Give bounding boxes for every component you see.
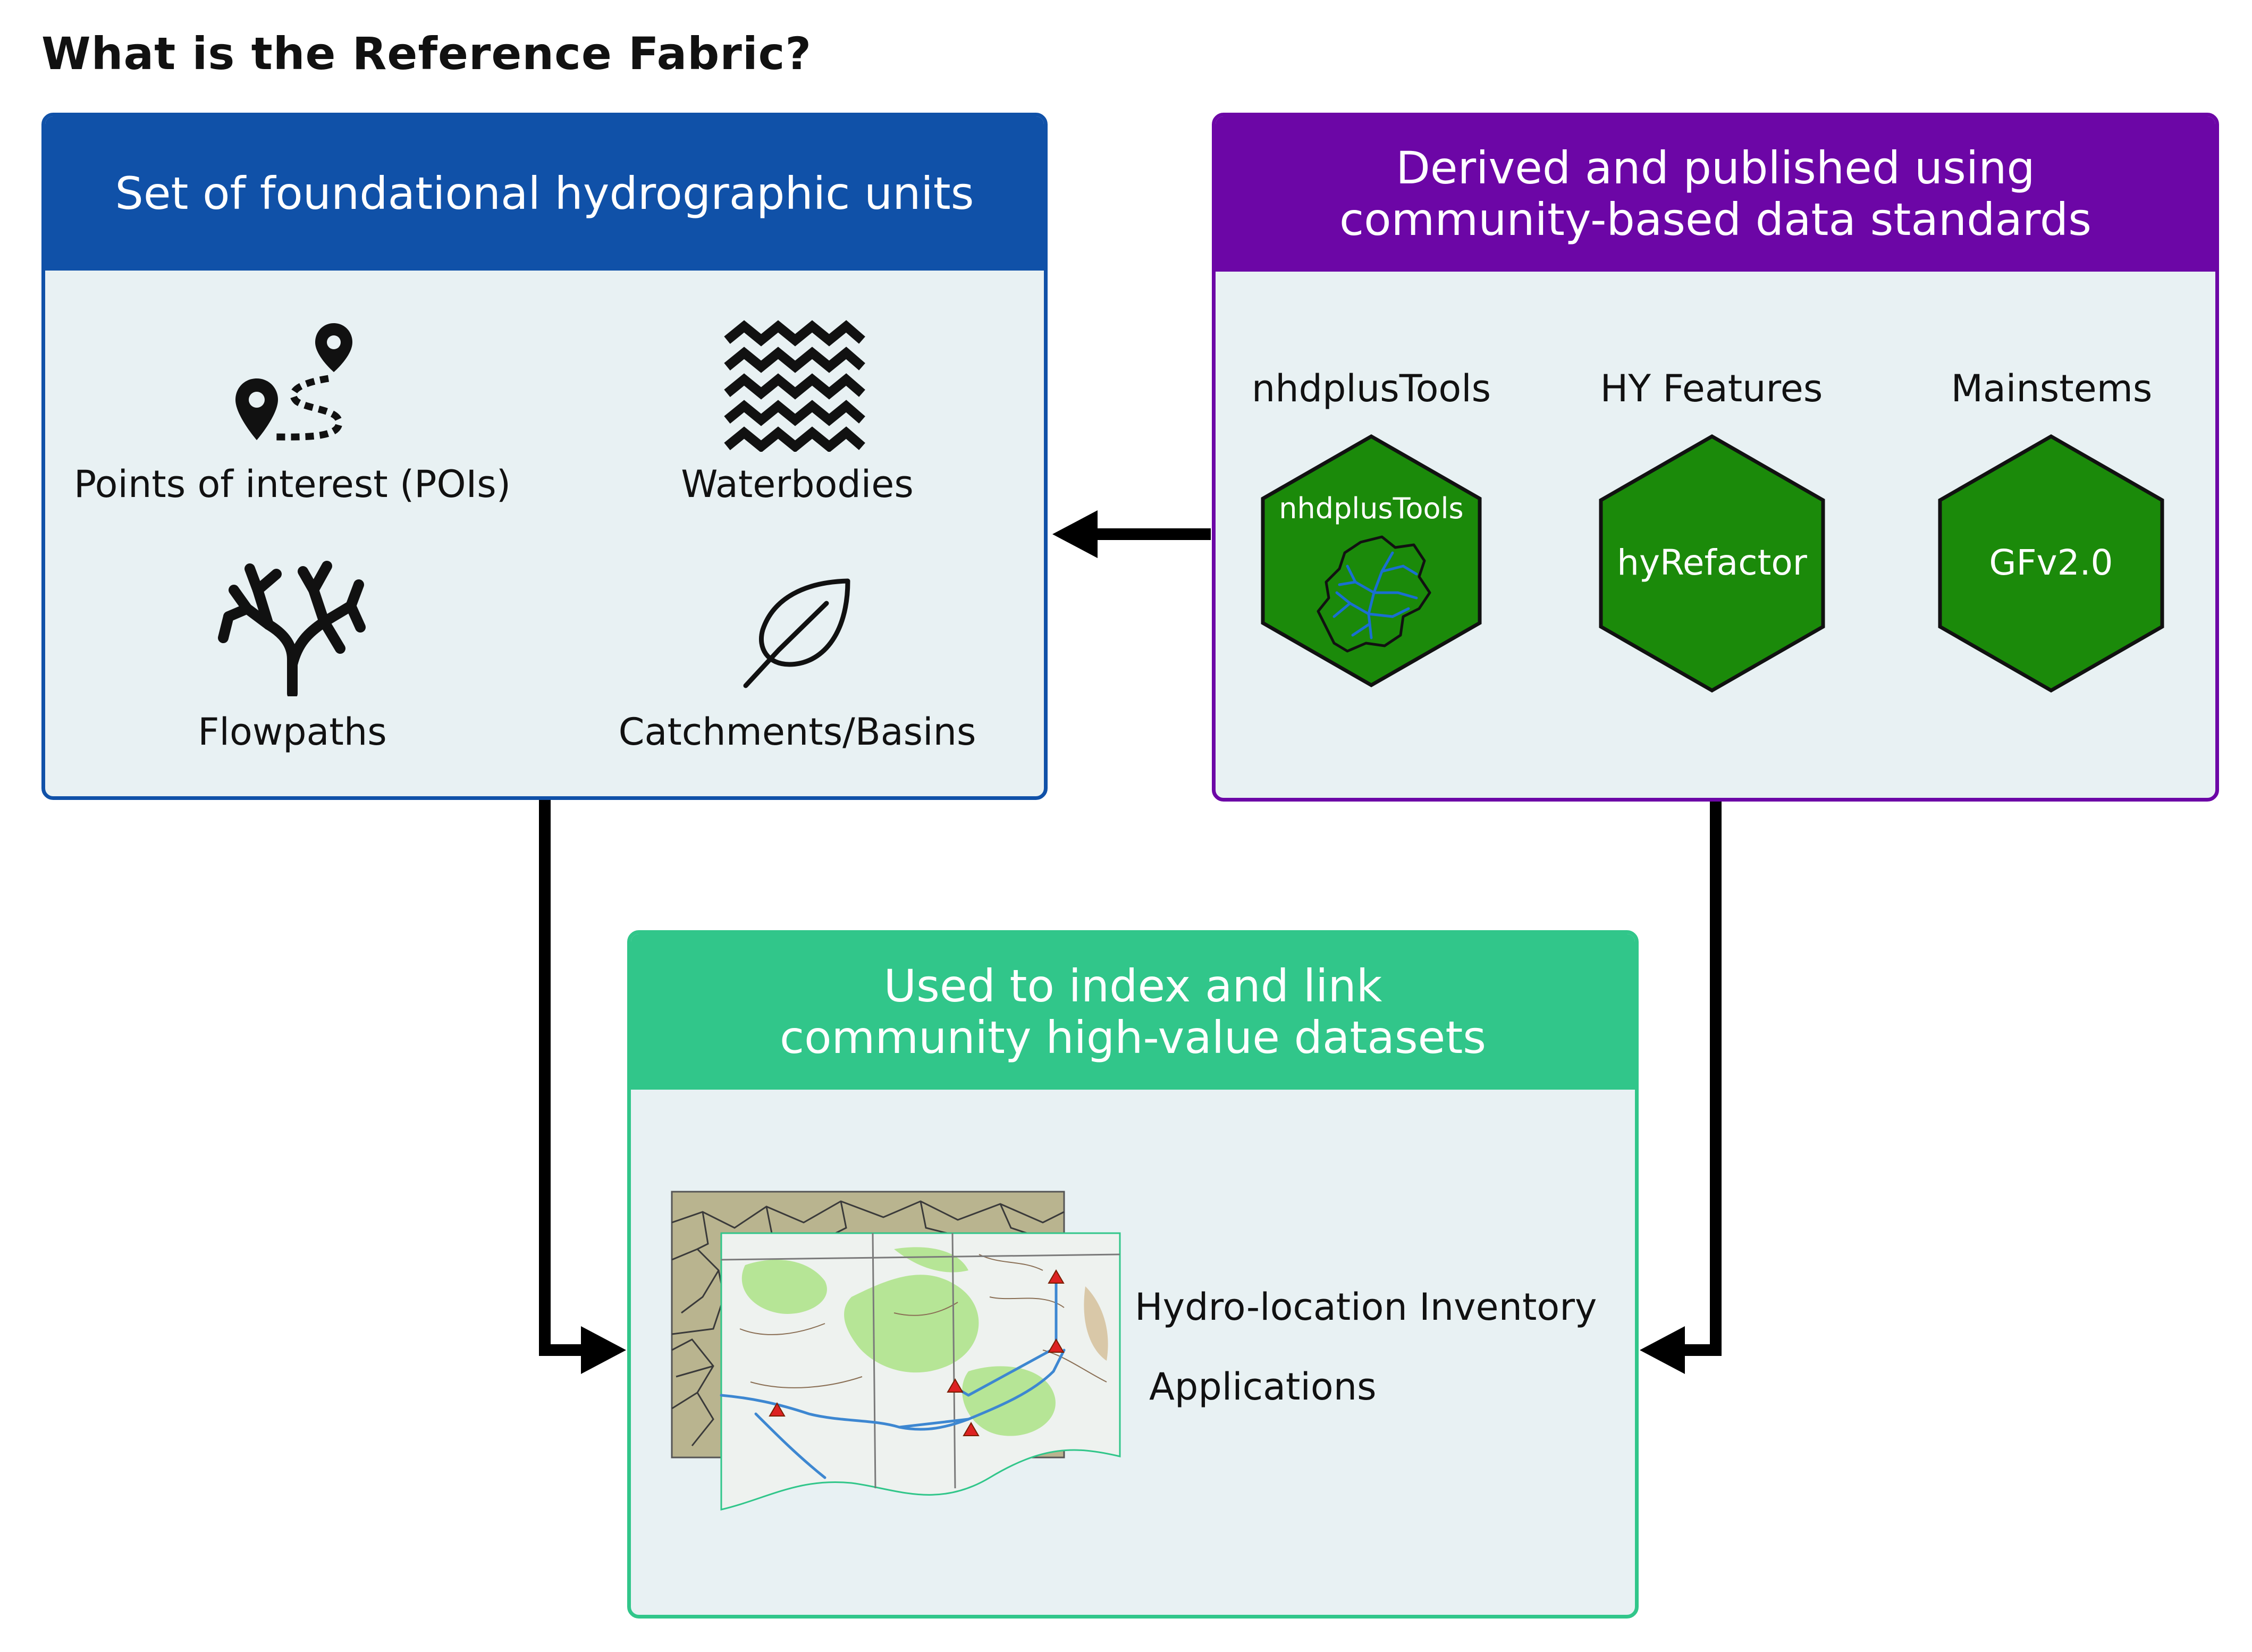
page-title: What is the Reference Fabric? bbox=[41, 28, 812, 80]
arrow-units-to-datasets bbox=[539, 800, 590, 1356]
tool-label: HY Features bbox=[1600, 367, 1823, 410]
hyrefactor-hex-logo bbox=[1599, 434, 1825, 693]
waves-icon bbox=[724, 320, 865, 452]
hex-label: GFv2.0 bbox=[1989, 542, 2113, 583]
leaf-icon bbox=[743, 578, 850, 688]
units-item-label: Flowpaths bbox=[198, 710, 387, 754]
units-box: Set of foundational hydrographic units bbox=[41, 113, 1048, 800]
nhdplustools-hex-logo bbox=[1261, 434, 1482, 688]
hex-label: hyRefactor bbox=[1617, 542, 1807, 583]
units-box-header: Set of foundational hydrographic units bbox=[45, 116, 1044, 271]
units-item-label: Catchments/Basins bbox=[618, 710, 976, 754]
arrow-standards-to-datasets bbox=[1674, 802, 1722, 1356]
dataset-item-label: Hydro-location Inventory bbox=[1135, 1285, 1597, 1329]
tool-label: Mainstems bbox=[1951, 367, 2153, 410]
branching-tree-icon bbox=[218, 561, 366, 696]
hex-label: nhdplusTools bbox=[1279, 492, 1464, 525]
units-item-label: Waterbodies bbox=[681, 462, 914, 506]
map-pin-route-icon bbox=[235, 323, 352, 441]
standards-box-header: Derived and published using community-ba… bbox=[1216, 116, 2215, 272]
gfv2-hex-logo bbox=[1938, 434, 2164, 693]
map-illustration bbox=[671, 1191, 1121, 1511]
tool-label: nhdplusTools bbox=[1251, 367, 1491, 410]
datasets-box-header: Used to index and link community high-va… bbox=[631, 934, 1635, 1090]
dataset-item-label: Applications bbox=[1149, 1365, 1377, 1409]
units-item-label: Points of interest (POIs) bbox=[73, 462, 511, 506]
